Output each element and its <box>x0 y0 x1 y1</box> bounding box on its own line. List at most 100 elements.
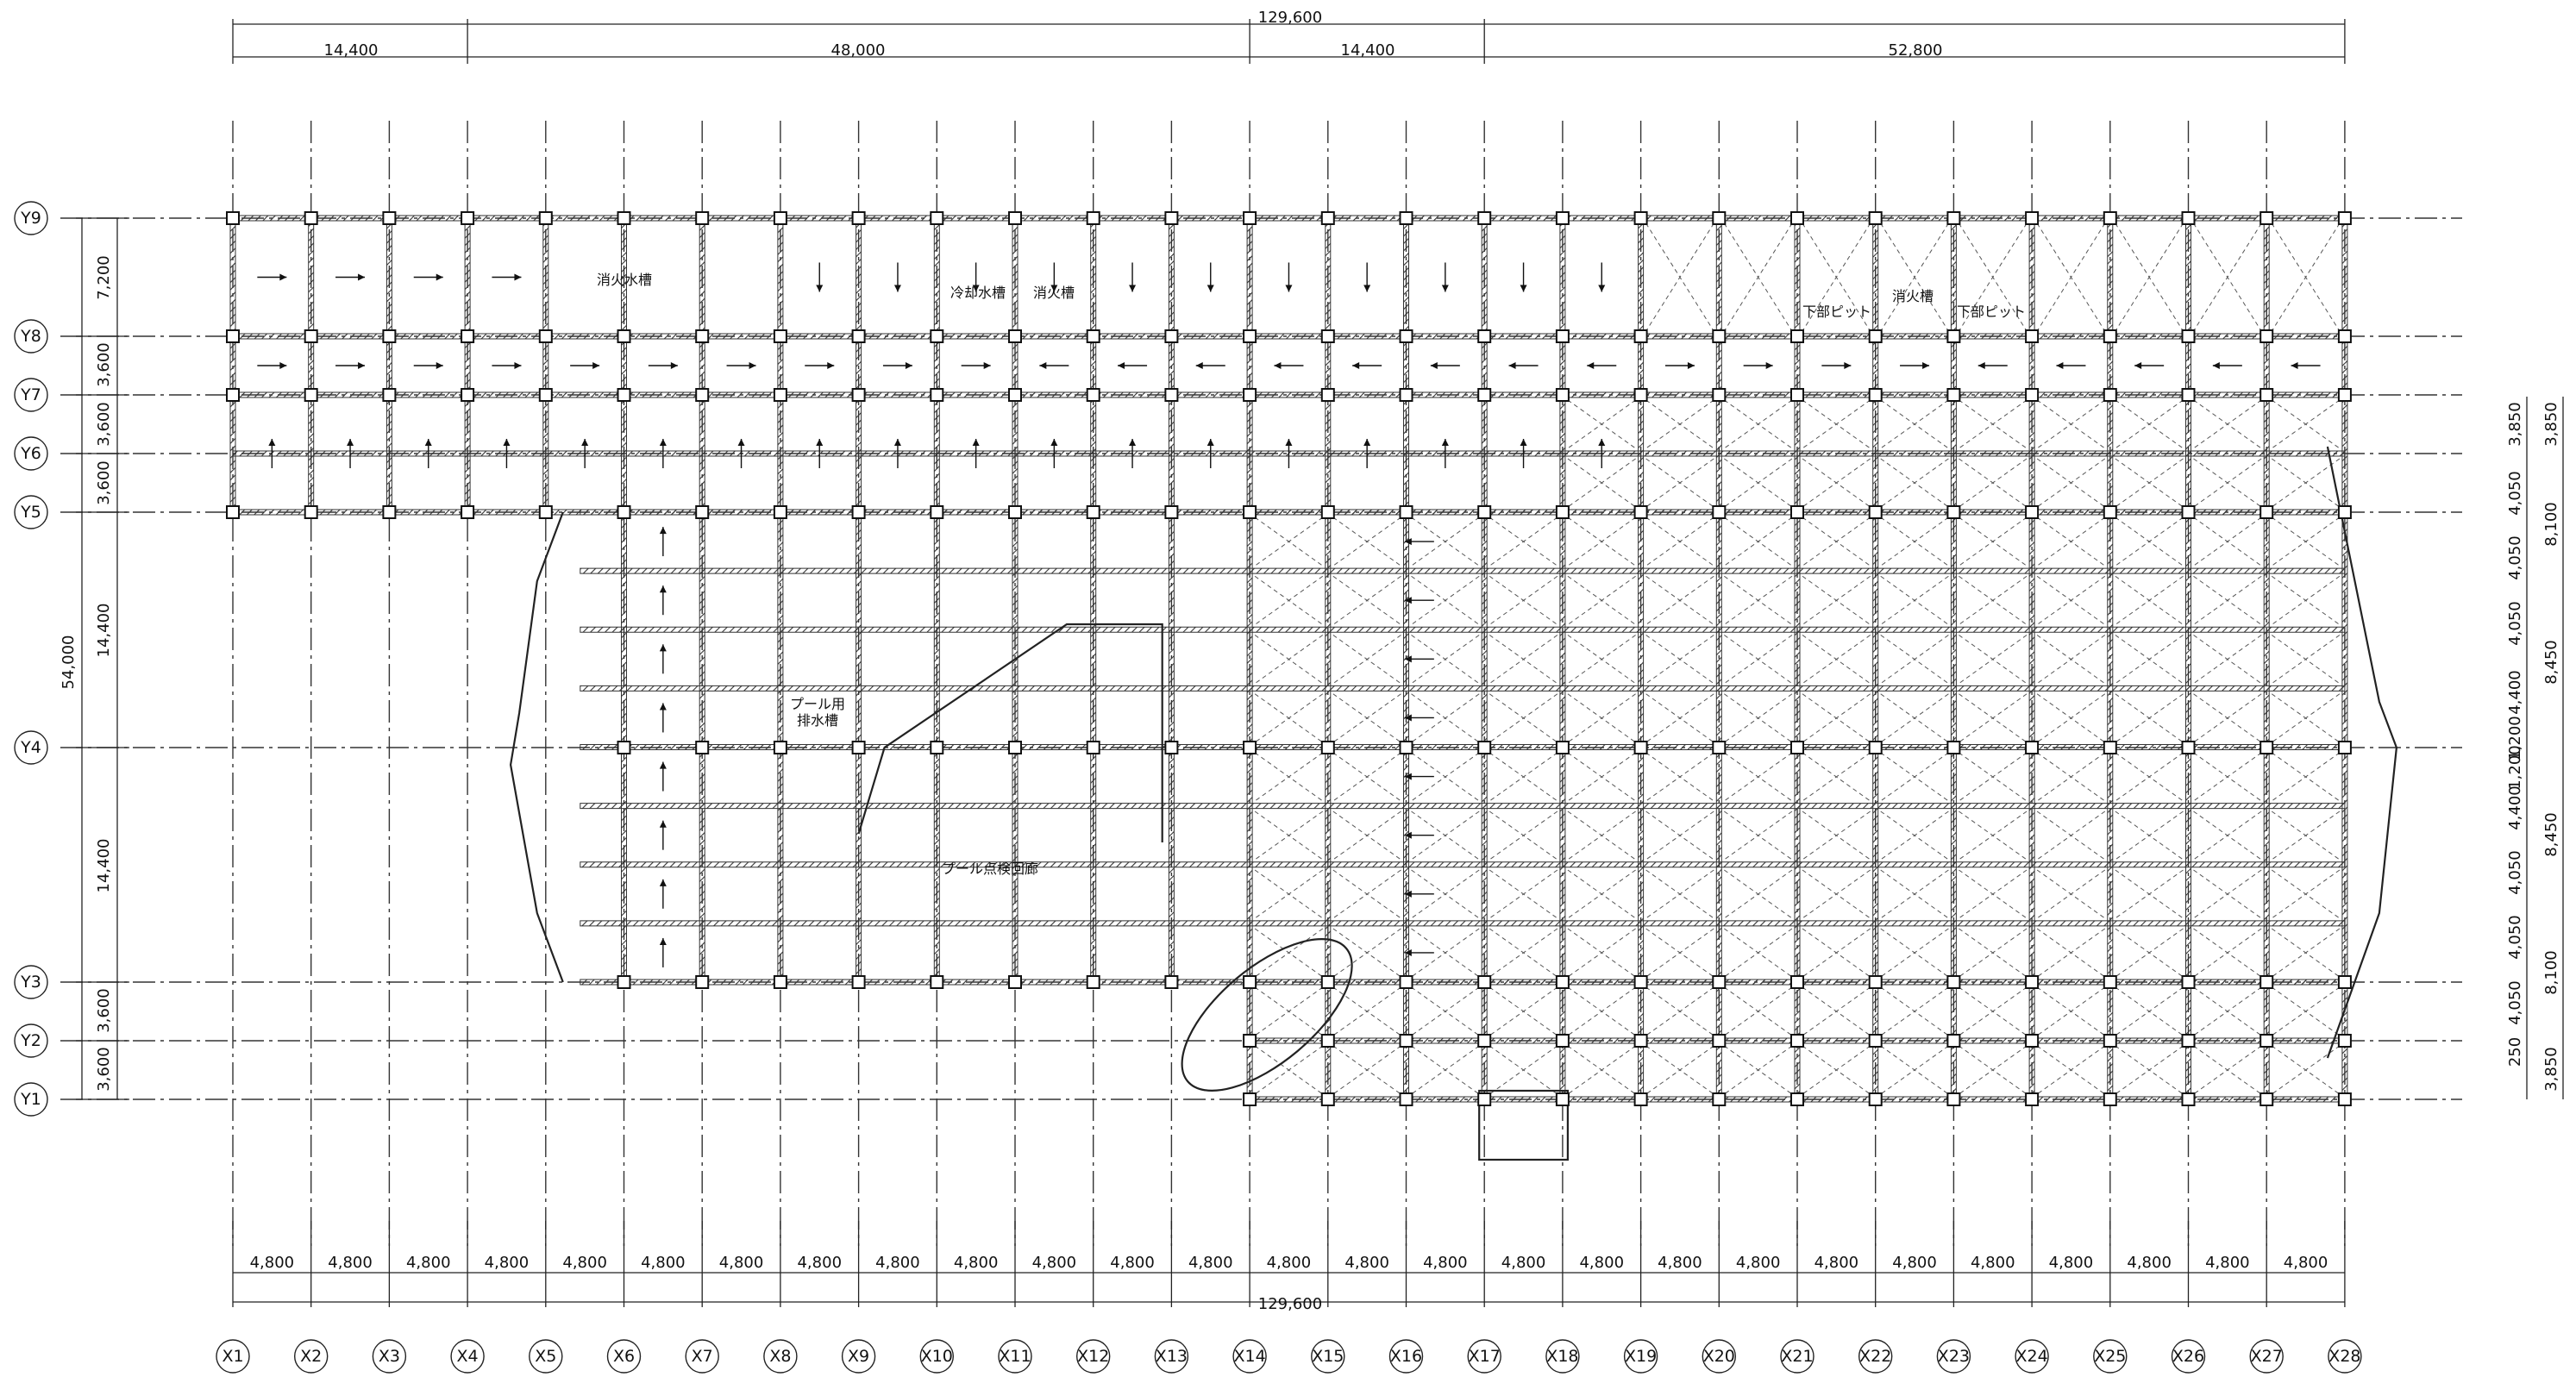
bracing-line <box>1489 1045 1558 1095</box>
bracing-line <box>1645 869 1714 919</box>
bracing-line <box>1254 635 1324 685</box>
column <box>1712 1034 1727 1048</box>
beam <box>1481 217 1488 513</box>
column <box>1633 1092 1648 1106</box>
column <box>695 741 710 754</box>
column <box>773 329 787 343</box>
slab-bracing <box>1254 222 2341 1095</box>
column <box>1243 1092 1257 1106</box>
left-span-dimension: 3,600 <box>95 1047 113 1092</box>
bracing-line <box>2115 516 2184 566</box>
column <box>1868 1092 1883 1106</box>
arrow-symbol <box>1922 362 1930 369</box>
axis-label: X1 <box>222 1347 243 1366</box>
bracing-line <box>1959 752 2028 802</box>
right-dimension: 1,200 <box>2506 716 2524 760</box>
bracing-line <box>1332 516 1401 566</box>
arrow-symbol <box>1285 439 1293 446</box>
axis-bubble <box>919 1339 955 1374</box>
bracing-line <box>1724 869 1793 919</box>
room-label: プール用 <box>790 696 845 712</box>
column <box>2103 505 2117 519</box>
column <box>1477 1034 1492 1048</box>
column <box>1868 1034 1883 1048</box>
column <box>1399 388 1413 402</box>
top-segment-dimension: 14,400 <box>1341 41 1395 59</box>
axis-label: X6 <box>613 1347 635 1366</box>
bracing-line <box>1880 222 1949 332</box>
bracing-line <box>1724 635 1793 685</box>
column <box>930 975 944 989</box>
arrow-symbol <box>670 362 678 369</box>
axis-label: X25 <box>2094 1347 2126 1366</box>
bracing-line <box>2193 458 2262 508</box>
bracing-line <box>2193 986 2262 1036</box>
bracing-line <box>1489 575 1558 625</box>
axis-bubble <box>14 1023 48 1058</box>
bracing-line <box>1332 928 1401 978</box>
beam <box>464 217 471 513</box>
column <box>1399 975 1413 989</box>
bracing-line <box>2193 811 2262 861</box>
column <box>1086 505 1100 519</box>
bracing-line <box>2115 399 2184 449</box>
beam <box>1950 217 1957 513</box>
column <box>538 505 553 519</box>
column <box>1477 211 1492 225</box>
column <box>382 329 397 343</box>
bracing-line <box>1411 869 1480 919</box>
bracing-line <box>2271 222 2341 332</box>
left-span-dimension: 14,400 <box>95 604 113 658</box>
arrow-symbol <box>1195 362 1203 369</box>
bracing-line <box>1880 1045 1949 1095</box>
bracing-line <box>2271 635 2341 685</box>
arrow-symbol <box>279 273 287 281</box>
column <box>1633 975 1648 989</box>
column <box>2259 975 2274 989</box>
axis-label: Y3 <box>20 973 41 992</box>
column <box>2181 741 2196 754</box>
axis-bubble <box>14 1082 48 1117</box>
axis-label: X22 <box>1859 1347 1891 1366</box>
bottom-span-dimension: 4,800 <box>1344 1254 1389 1272</box>
column <box>773 388 787 402</box>
column <box>1868 975 1883 989</box>
column <box>2337 975 2352 989</box>
column <box>2181 388 2196 402</box>
column <box>1712 975 1727 989</box>
column <box>1946 505 1961 519</box>
arrow-symbol <box>514 362 522 369</box>
bracing-line <box>1724 575 1793 625</box>
bottom-span-dimension: 4,800 <box>797 1254 842 1272</box>
beam <box>1715 217 1722 513</box>
column <box>1399 1092 1413 1106</box>
column <box>851 329 866 343</box>
column <box>851 975 866 989</box>
bracing-line <box>2036 811 2106 861</box>
column <box>930 388 944 402</box>
bracing-line <box>1959 635 2028 685</box>
beam <box>699 217 705 513</box>
bracing-line <box>1645 458 1714 508</box>
axis-bubble <box>2171 1339 2206 1374</box>
column <box>2025 329 2040 343</box>
beam <box>385 217 392 513</box>
bracing-line <box>1567 986 1636 1036</box>
right-outer-dimension: 8,450 <box>2542 640 2560 685</box>
beam <box>580 803 2346 810</box>
bracing-line <box>1802 516 1871 566</box>
axis-bubble <box>372 1339 407 1374</box>
axis-bubble <box>1545 1339 1580 1374</box>
bottom-span-dimension: 4,800 <box>250 1254 295 1272</box>
column <box>226 329 240 343</box>
axis-label: X21 <box>1781 1347 1813 1366</box>
bottom-span-dimension: 4,800 <box>1110 1254 1155 1272</box>
axis-label: X2 <box>300 1347 322 1366</box>
column <box>1555 741 1570 754</box>
column <box>1868 329 1883 343</box>
column <box>1243 975 1257 989</box>
arrow-symbol <box>659 585 667 593</box>
column <box>1243 1034 1257 1048</box>
column <box>2259 329 2274 343</box>
column <box>538 211 553 225</box>
